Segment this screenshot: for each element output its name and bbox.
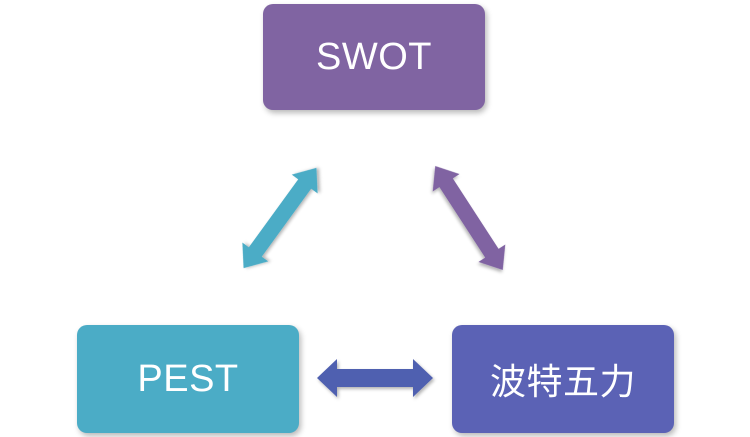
pest-label: PEST xyxy=(137,357,239,400)
arrow-pest-porter xyxy=(317,359,433,397)
arrow-swot-porter xyxy=(432,166,506,270)
porter-five-forces-box: 波特五力 xyxy=(452,325,674,433)
pest-box: PEST xyxy=(77,325,299,433)
swot-box: SWOT xyxy=(263,4,485,110)
swot-label: SWOT xyxy=(316,35,432,78)
porter-five-forces-label: 波特五力 xyxy=(489,362,636,403)
arrow-swot-pest xyxy=(242,167,318,269)
